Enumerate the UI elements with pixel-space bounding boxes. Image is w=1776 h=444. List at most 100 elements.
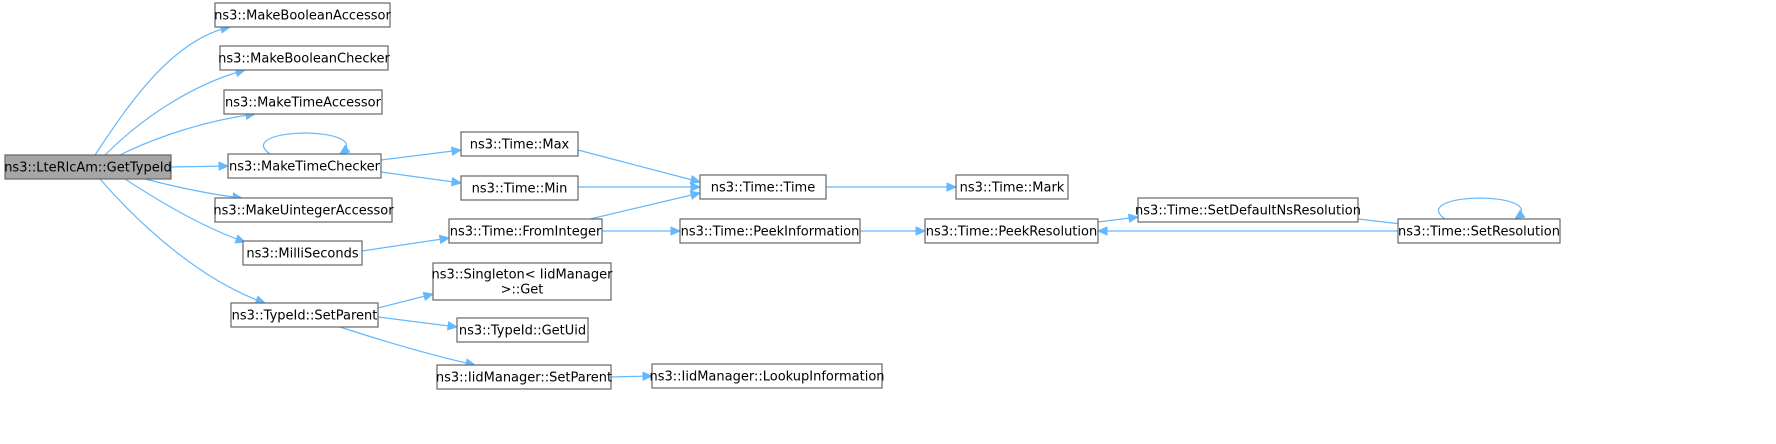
edge-tfi-to-ttime <box>589 190 702 220</box>
node-box <box>223 89 383 115</box>
edge-line <box>589 192 701 220</box>
node-tmax[interactable]: ns3::Time::Max <box>460 131 579 157</box>
edge-tsp-to-guid <box>377 316 459 331</box>
edge-arrowhead <box>338 144 351 155</box>
node-label: ns3::Time::SetResolution <box>1398 225 1560 240</box>
node-ms[interactable]: ns3::MilliSeconds <box>242 240 363 266</box>
node-label: ns3::Time::PeekResolution <box>926 225 1097 240</box>
node-tfi[interactable]: ns3::Time::FromInteger <box>448 218 603 244</box>
edge-arrowhead <box>1513 209 1526 220</box>
node-tsp[interactable]: ns3::TypeId::SetParent <box>230 302 379 328</box>
edge-line <box>119 113 256 156</box>
node-label: ns3::Time::PeekInformation <box>681 225 860 240</box>
node-label: ns3::Time::Min <box>472 182 568 197</box>
edge-arrowhead <box>946 182 958 192</box>
edge-line <box>339 326 476 366</box>
node-label: ns3::IidManager::LookupInformation <box>649 370 884 385</box>
edge-line <box>94 26 231 156</box>
node-box <box>460 131 579 157</box>
node-label: ns3::MilliSeconds <box>246 247 359 262</box>
node-label: ns3::Time::Max <box>470 138 570 153</box>
node-label: ns3::TypeId::SetParent <box>232 309 378 324</box>
node-box <box>460 175 579 201</box>
edge-line <box>262 132 348 155</box>
node-label: ns3::Time::Mark <box>960 181 1065 196</box>
node-label: ns3::Time::Time <box>711 181 815 196</box>
node-box <box>219 45 389 71</box>
node-isp[interactable]: ns3::IidManager::SetParent <box>436 364 612 390</box>
node-ttime[interactable]: ns3::Time::Time <box>699 174 827 200</box>
edges-layer <box>94 24 1526 381</box>
node-box <box>4 154 172 180</box>
node-ili[interactable]: ns3::IidManager::LookupInformation <box>649 363 885 389</box>
edge-arrowhead <box>450 176 463 187</box>
edge-tpr-to-tsdn <box>1097 213 1140 223</box>
edge-line <box>361 237 450 252</box>
edge-tmin-to-ttime <box>578 182 702 192</box>
edge-line <box>144 178 243 199</box>
edge-arrowhead <box>1127 213 1140 223</box>
edge-mtc-to-tmin <box>380 171 463 187</box>
node-tmark[interactable]: ns3::Time::Mark <box>955 174 1069 200</box>
node-label: ns3::Singleton< IidManager <box>431 268 613 283</box>
node-box <box>955 174 1069 200</box>
edge-line <box>380 171 462 184</box>
edge-line <box>104 69 246 156</box>
node-box <box>227 153 382 179</box>
edge-ttime-to-tmark <box>826 182 958 192</box>
edge-line <box>377 316 458 328</box>
node-tpr[interactable]: ns3::Time::PeekResolution <box>924 218 1099 244</box>
edge-arrowhead <box>422 291 435 301</box>
node-mbc[interactable]: ns3::MakeBooleanChecker <box>218 45 391 71</box>
node-guid[interactable]: ns3::TypeId::GetUid <box>456 317 589 343</box>
node-tsdn[interactable]: ns3::Time::SetDefaultNsResolution <box>1135 197 1361 223</box>
edge-root-to-mta <box>119 110 257 156</box>
edge-arrowhead <box>670 226 682 236</box>
node-box <box>214 2 391 28</box>
node-mba[interactable]: ns3::MakeBooleanAccessor <box>214 2 392 28</box>
edge-arrowhead <box>218 161 230 171</box>
node-tmin[interactable]: ns3::Time::Min <box>460 175 579 201</box>
node-label: ns3::TypeId::GetUid <box>459 324 586 339</box>
edge-arrowhead <box>450 146 463 156</box>
node-sget[interactable]: ns3::Singleton< IidManager>::Get <box>431 262 613 301</box>
node-label: ns3::LteRlcAm::GetTypeId <box>4 161 172 176</box>
node-box <box>242 240 363 266</box>
edge-line <box>170 165 229 168</box>
edge-arrowhead <box>690 182 702 192</box>
node-box <box>456 317 589 343</box>
node-box <box>1397 218 1561 244</box>
node-box <box>924 218 1099 244</box>
node-box <box>699 174 827 200</box>
edge-tpi-to-tpr <box>860 226 927 236</box>
node-box <box>214 197 393 223</box>
edge-tsp-to-sget <box>377 291 435 309</box>
node-box <box>436 364 612 390</box>
node-label: ns3::MakeTimeAccessor <box>225 96 382 111</box>
node-root[interactable]: ns3::LteRlcAm::GetTypeId <box>4 154 172 180</box>
node-label: ns3::MakeTimeChecker <box>229 160 381 175</box>
node-tpi[interactable]: ns3::Time::PeekInformation <box>679 218 861 244</box>
edge-isp-to-ili <box>610 371 654 381</box>
node-label: ns3::Time::FromInteger <box>450 225 602 240</box>
edge-tsr-to-tpr <box>1096 226 1398 236</box>
node-mta[interactable]: ns3::MakeTimeAccessor <box>223 89 383 115</box>
node-mtc[interactable]: ns3::MakeTimeChecker <box>227 153 382 179</box>
edge-tsr-to-tsr <box>1437 197 1526 220</box>
node-box <box>651 363 883 389</box>
edge-arrowhead <box>689 190 702 200</box>
node-tsr[interactable]: ns3::Time::SetResolution <box>1397 218 1561 244</box>
edge-arrowhead <box>915 226 927 236</box>
edge-root-to-mba <box>94 24 232 156</box>
node-mua[interactable]: ns3::MakeUintegerAccessor <box>213 197 394 223</box>
node-label: ns3::Time::SetDefaultNsResolution <box>1135 204 1361 219</box>
edge-arrowhead <box>438 234 451 245</box>
edge-mtc-to-tmax <box>380 146 463 161</box>
node-label: ns3::IidManager::SetParent <box>436 371 612 386</box>
edge-tfi-to-tpi <box>602 226 682 236</box>
nodes-layer: ns3::LteRlcAm::GetTypeId ns3::MakeBoolean… <box>4 2 1561 390</box>
edge-line <box>1437 197 1523 220</box>
edge-arrowhead <box>1096 226 1108 236</box>
edge-arrowhead <box>642 371 654 381</box>
